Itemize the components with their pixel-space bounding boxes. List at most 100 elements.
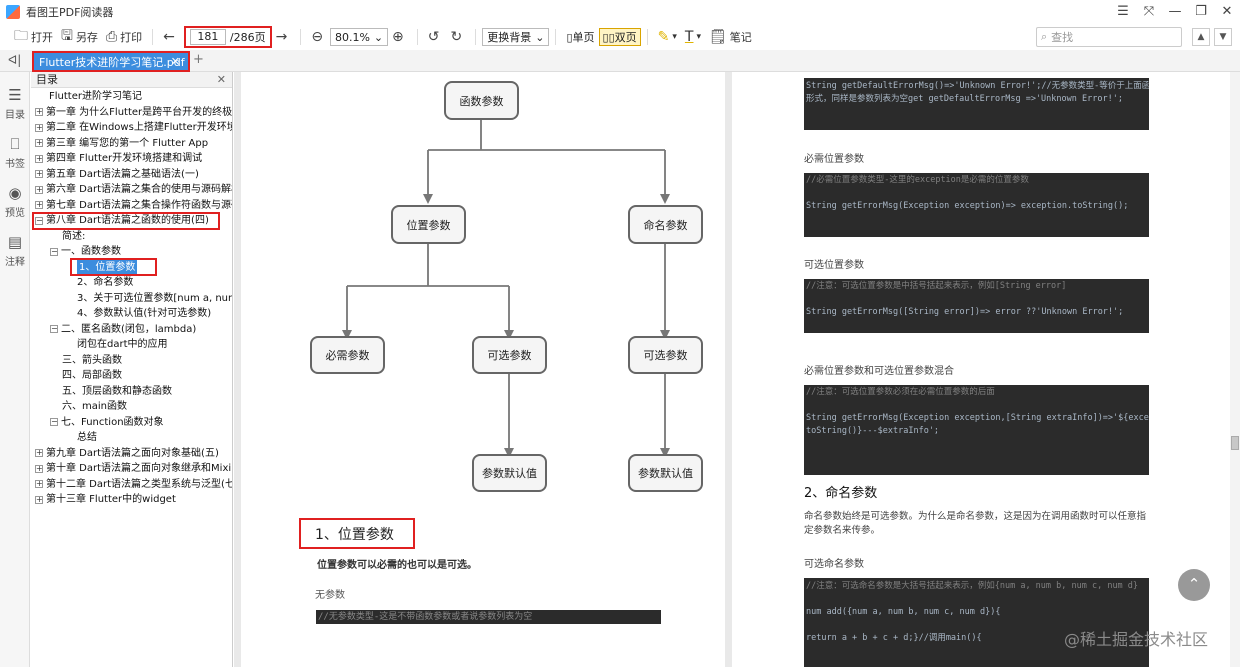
toc-item[interactable]: 简述: (62, 229, 85, 244)
minimize-icon[interactable]: — (1168, 4, 1182, 19)
toc-item[interactable]: −一、函数参数 (50, 244, 121, 259)
expand-icon[interactable]: + (35, 494, 43, 504)
toc-item[interactable]: 三、箭头函数 (62, 353, 122, 368)
toc-item[interactable]: +第七章 Dart语法篇之集合操作符函数与源码分 (35, 198, 232, 213)
page-number-input[interactable]: 181 (189, 29, 226, 45)
expand-icon[interactable]: + (35, 448, 43, 457)
search-icon: ⌕ (1041, 30, 1048, 43)
double-page-button[interactable]: ▯▯双页 (598, 28, 641, 46)
toc-item[interactable]: +第一章 为什么Flutter是跨平台开发的终极之选 (35, 105, 233, 120)
toc-item[interactable]: 六、main函数 (62, 399, 127, 414)
background-select[interactable]: 更换背景⌄ (482, 28, 550, 46)
collapse-icon[interactable]: − (35, 215, 43, 225)
back-to-top-button[interactable]: ⌃ (1178, 569, 1210, 601)
page-total: /286页 (229, 31, 266, 44)
open-button[interactable]: 🗀打开 (10, 26, 57, 48)
next-page-button[interactable]: → (272, 26, 295, 48)
toc-item-label: 1、位置参数 (77, 259, 138, 275)
rotate-right-button[interactable]: ↻ (447, 26, 470, 48)
toc-item[interactable]: +第九章 Dart语法篇之面向对象基础(五) (35, 446, 219, 461)
code-line (804, 187, 1149, 200)
expand-icon[interactable]: + (35, 138, 43, 147)
search-next-button[interactable]: ▼ (1214, 28, 1232, 46)
close-icon[interactable]: ✕ (1221, 4, 1233, 19)
expand-icon[interactable]: + (35, 107, 43, 116)
toc-item[interactable]: 3、关于可选位置参数[num a, num b (77, 291, 233, 306)
rotate-left-button[interactable]: ↺ (424, 26, 447, 48)
highlight-button[interactable]: ✎▾ (654, 26, 681, 48)
toc-item[interactable]: −第八章 Dart语法篇之函数的使用(四) (35, 213, 209, 228)
collapse-icon[interactable]: − (50, 417, 58, 426)
toc-item-label: 第十二章 Dart语法篇之类型系统与泛型(七) (46, 478, 233, 490)
notes-button[interactable]: 🗒笔记 (709, 29, 752, 45)
sidebar-item-preview[interactable]: ◉预览 (0, 184, 30, 219)
toc-item[interactable]: 闭包在dart中的应用 (77, 337, 168, 352)
toc-item[interactable]: +第六章 Dart语法篇之集合的使用与源码解析( (35, 182, 232, 197)
toc-item[interactable]: −二、匿名函数(闭包，lambda) (50, 322, 196, 337)
comment-icon: ▤ (7, 233, 23, 251)
sidebar-item-toc[interactable]: ☰目录 (0, 86, 30, 121)
save-as-button[interactable]: 🖫另存 (57, 26, 102, 48)
toc-item[interactable]: Flutter进阶学习笔记 (49, 89, 142, 104)
expand-icon[interactable]: + (35, 200, 43, 209)
new-tab-icon[interactable]: + (193, 52, 204, 67)
close-toc-icon[interactable]: ✕ (216, 73, 226, 86)
sidebar-item-annotation[interactable]: ▤注释 (0, 233, 30, 268)
zoom-out-button[interactable]: ⊖ (307, 26, 330, 48)
toc-item[interactable]: 2、命名参数 (77, 275, 133, 290)
chevron-down-icon: ⌄ (535, 30, 545, 44)
toc-item[interactable]: +第十章 Dart语法篇之面向对象继承和Mixins (35, 461, 232, 476)
code-block-default-error: String getDefaultErrorMsg()=>'Unknown Er… (804, 78, 1149, 130)
toc-item-label: 第一章 为什么Flutter是跨平台开发的终极之选 (46, 106, 233, 118)
sidebar-item-bookmark[interactable]: ⎕书签 (0, 135, 30, 170)
pdf-page-left: 函数参数 位置参数 命名参数 必需参数 可选参数 可选参数 参数默认值 参数默认… (241, 72, 725, 667)
fullscreen-icon[interactable]: ⤧ (1143, 4, 1155, 19)
double-page-icon: ▯▯ (602, 30, 615, 44)
toc-item[interactable]: +第三章 编写您的第一个 Flutter App (35, 136, 208, 151)
code-line: //必需位置参数类型-这里的exception是必需的位置参数 (806, 175, 1029, 185)
toc-item[interactable]: 四、局部函数 (62, 368, 122, 383)
scrollbar-thumb[interactable] (1231, 436, 1239, 450)
text-color-button[interactable]: T▾ (681, 26, 705, 48)
code-line (804, 399, 1149, 412)
toc-item[interactable]: 1、位置参数 (77, 259, 138, 275)
toc-item[interactable]: +第十三章 Flutter中的widget (35, 492, 176, 507)
code-line: String getErrorMsg(Exception exception)=… (806, 201, 1129, 211)
expand-icon[interactable]: + (35, 479, 43, 488)
code-line: String getErrorMsg(Exception exception,[… (806, 413, 1149, 423)
zoom-in-button[interactable]: ⊕ (388, 26, 411, 48)
expand-icon[interactable]: + (35, 169, 43, 178)
print-button[interactable]: ⎙打印 (105, 29, 143, 45)
toc-item-label: 总结 (77, 432, 97, 443)
toc-item[interactable]: +第五章 Dart语法篇之基础语法(一) (35, 167, 199, 182)
code-line: //注意：可选位置参数必须在必需位置参数的后面 (806, 387, 995, 397)
rotate-right-icon: ↻ (450, 29, 463, 45)
expand-icon[interactable]: + (35, 463, 43, 473)
collapse-icon[interactable]: − (50, 324, 58, 333)
toc-item[interactable]: 五、顶层函数和静态函数 (62, 384, 172, 399)
toc-item[interactable]: −七、Function函数对象 (50, 415, 164, 430)
prev-page-button[interactable]: ← (159, 26, 182, 48)
zoom-select[interactable]: 80.1%⌄ (330, 28, 389, 46)
close-tab-icon[interactable]: ✕ (170, 55, 180, 68)
code-block-required: //必需位置参数类型-这里的exception是必需的位置参数 String ge… (804, 173, 1149, 237)
collapse-sidebar-icon[interactable]: ᐊ| (8, 53, 22, 67)
search-input[interactable]: ⌕查找 (1036, 27, 1182, 47)
expand-icon[interactable]: + (35, 153, 43, 163)
toc-item[interactable]: +第四章 Flutter开发环境搭建和调试 (35, 151, 202, 166)
toc-item[interactable]: 总结 (77, 430, 97, 445)
toc-item[interactable]: +第二章 在Windows上搭建Flutter开发环境 (35, 120, 232, 135)
vertical-scrollbar[interactable] (1230, 72, 1240, 667)
document-tab[interactable]: Flutter技术进阶学习笔记.pdf ✕ (32, 51, 190, 72)
collapse-icon[interactable]: − (50, 246, 58, 256)
label-optional-named: 可选命名参数 (804, 559, 864, 570)
search-prev-button[interactable]: ▲ (1192, 28, 1210, 46)
toc-item-label: 3、关于可选位置参数[num a, num b (77, 292, 233, 304)
toc-item[interactable]: +第十二章 Dart语法篇之类型系统与泛型(七) (35, 477, 233, 492)
expand-icon[interactable]: + (35, 184, 43, 194)
expand-icon[interactable]: + (35, 122, 43, 132)
single-page-button[interactable]: ▯单页 (566, 30, 595, 45)
restore-icon[interactable]: ❐ (1195, 4, 1207, 19)
menu-icon[interactable]: ☰ (1117, 4, 1129, 19)
toc-item[interactable]: 4、参数默认值(针对可选参数) (77, 306, 211, 321)
